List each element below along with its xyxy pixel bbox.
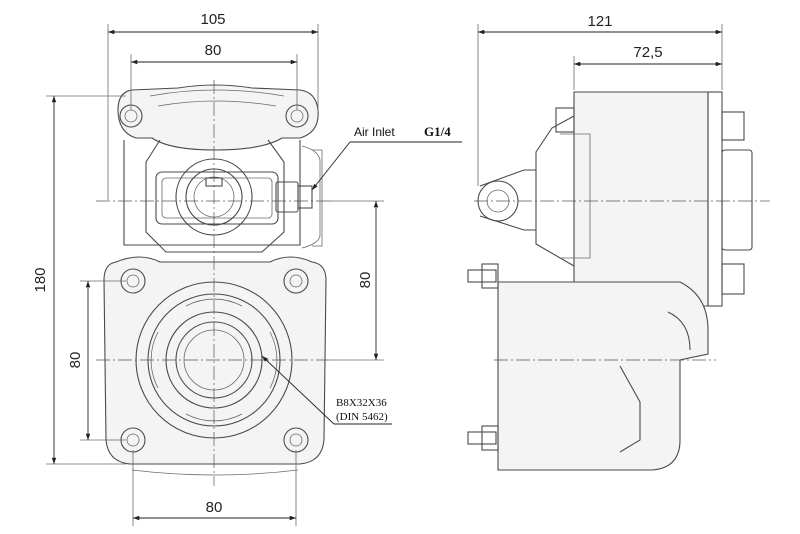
lower-flange <box>103 256 327 465</box>
side-eye-lug <box>477 169 536 231</box>
dim-105-label: 105 <box>200 11 225 28</box>
spline-label-line2: (DIN 5462) <box>336 411 388 423</box>
upper-body <box>123 140 301 246</box>
dim-80-left-label: 80 <box>67 352 84 369</box>
dim-72-5-label: 72,5 <box>633 44 662 61</box>
side-upper-housing <box>573 91 709 307</box>
dim-180-label: 180 <box>32 267 49 292</box>
thread-label: G1/4 <box>424 124 451 139</box>
side-lower-stud <box>467 425 499 451</box>
side-lower-body <box>497 281 709 471</box>
dim-121-label: 121 <box>587 13 612 30</box>
dim-80-right-label: 80 <box>357 272 374 289</box>
mid-right-bolt <box>283 268 309 294</box>
dim-80-top-label: 80 <box>205 42 222 59</box>
front-view <box>96 80 330 486</box>
side-view <box>467 91 770 471</box>
dimension-lines <box>46 24 723 526</box>
air-inlet-label: Air Inlet <box>354 125 395 139</box>
side-upper-stud <box>467 263 499 289</box>
spline-callout: B8X32X36 (DIN 5462) <box>261 355 392 425</box>
air-inlet-callout: Air Inlet G1/4 <box>311 124 462 191</box>
top-flange <box>117 84 319 151</box>
dim-80-bottom-label: 80 <box>206 499 223 516</box>
spline-label-line1: B8X32X36 <box>336 397 387 409</box>
